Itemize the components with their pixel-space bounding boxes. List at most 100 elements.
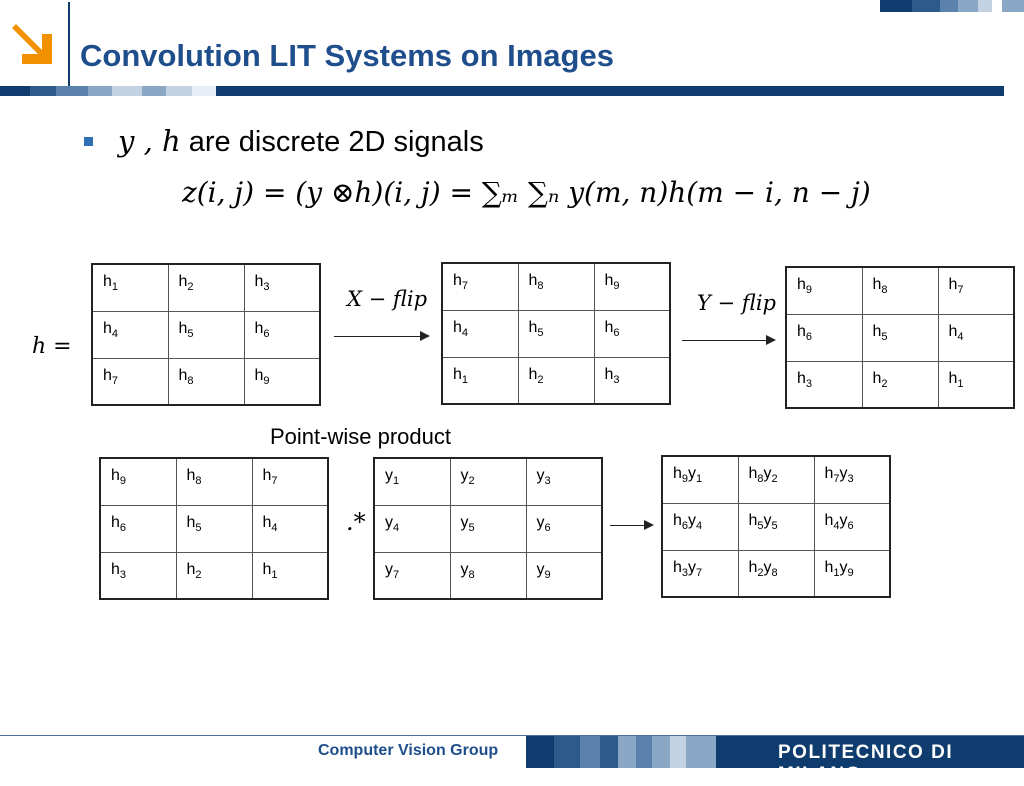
matrix-cell: h1	[441, 356, 519, 405]
cell-symbol: h	[528, 272, 538, 289]
cell-symbol: y	[839, 465, 848, 482]
top-decor-strip	[880, 0, 1024, 12]
matrix-cell: y9	[525, 551, 603, 600]
cell-subscript: 6	[544, 521, 551, 534]
matrix-cell: h6	[593, 309, 671, 358]
cell-symbol: h	[797, 276, 806, 293]
cell-symbol: h	[178, 366, 188, 384]
cell-subscript: 8	[757, 473, 764, 486]
cell-symbol: h	[604, 272, 614, 289]
cell-symbol: h	[103, 366, 112, 384]
cell-subscript: 1	[696, 473, 703, 486]
cell-symbol: h	[748, 558, 758, 576]
cell-subscript: 3	[847, 473, 854, 486]
cell-symbol: h	[824, 558, 834, 576]
cell-symbol: h	[453, 272, 462, 289]
cell-symbol: h	[872, 276, 882, 293]
matrix-cell: h3	[243, 263, 321, 312]
matrix-cell: h5y5	[737, 502, 815, 551]
cell-subscript: 4	[696, 519, 703, 532]
cell-subscript: 1	[833, 566, 840, 579]
cell-symbol: h	[186, 560, 196, 578]
matrix-cell: h7	[251, 457, 329, 506]
matrix-cell: h4y6	[813, 502, 891, 551]
matrix-cell: y7	[373, 551, 451, 600]
matrix-cell: h5	[861, 313, 939, 362]
cell-subscript: 7	[271, 475, 278, 488]
matrix-cell: h6y4	[661, 502, 739, 551]
cell-subscript: 5	[468, 521, 475, 534]
cell-subscript: 9	[544, 568, 551, 581]
cell-subscript: 8	[537, 280, 544, 293]
cell-symbol: h	[186, 467, 196, 484]
x-flip-label: X − flip	[347, 287, 428, 311]
cell-subscript: 5	[537, 326, 544, 339]
cell-symbol: h	[673, 511, 682, 529]
matrix-cell: h9	[593, 262, 671, 311]
matrix-cell: h2	[175, 551, 253, 600]
cell-symbol: h	[103, 319, 112, 337]
matrix-cell: h4	[441, 309, 519, 358]
cell-subscript: 8	[468, 568, 475, 581]
matrix-cell: h5	[517, 309, 595, 358]
cell-subscript: 7	[833, 473, 840, 486]
matrix-cell: h7	[91, 357, 169, 406]
cell-symbol: y	[385, 467, 393, 484]
matrix-cell: y5	[449, 504, 527, 553]
cell-subscript: 2	[537, 373, 544, 386]
cell-symbol: h	[528, 318, 538, 336]
cell-subscript: 9	[613, 280, 620, 293]
cell-symbol: h	[872, 369, 882, 387]
matrix-cell: h5	[175, 504, 253, 553]
cell-subscript: 4	[393, 521, 400, 534]
cell-subscript: 4	[461, 326, 469, 339]
cell-subscript: 5	[881, 330, 888, 343]
cell-subscript: 8	[187, 374, 194, 387]
cell-symbol: h	[178, 319, 188, 337]
matrix-cell: h6	[785, 313, 863, 362]
cell-symbol: h	[262, 513, 272, 531]
matrix-cell: y6	[525, 504, 603, 553]
matrix-cell: h1	[251, 551, 329, 600]
cell-symbol: h	[453, 365, 462, 383]
cell-symbol: h	[111, 560, 120, 578]
cell-symbol: y	[460, 467, 469, 484]
matrix-cell: h8	[175, 457, 253, 506]
cell-subscript: 1	[957, 377, 964, 390]
cell-subscript: 6	[847, 519, 854, 532]
cell-subscript: 4	[271, 521, 278, 534]
slide-title: Convolution LIT Systems on Images	[80, 38, 614, 73]
cell-symbol: h	[254, 319, 264, 337]
cell-subscript: 2	[187, 281, 194, 294]
cell-subscript: 9	[681, 473, 689, 486]
matrix-cell: y3	[525, 457, 603, 506]
matrix-cell: h9y1	[661, 455, 739, 504]
cell-symbol: h	[528, 365, 538, 383]
cell-subscript: 7	[111, 374, 119, 387]
cell-subscript: 1	[393, 475, 400, 488]
matrix-cell: h3	[593, 356, 671, 405]
footer-decor-strip	[526, 736, 1024, 768]
cell-subscript: 4	[833, 519, 840, 532]
footer-brand: POLITECNICO DI MILANO	[778, 742, 954, 785]
cell-subscript: 1	[271, 568, 278, 581]
cell-symbol: h	[254, 366, 264, 384]
matrix-cell: h8	[517, 262, 595, 311]
cell-symbol: h	[872, 322, 882, 340]
cell-symbol: h	[111, 513, 120, 531]
cell-subscript: 6	[263, 327, 270, 340]
matrix-cell: h1	[937, 360, 1015, 409]
matrix-cell: h3	[99, 551, 177, 600]
